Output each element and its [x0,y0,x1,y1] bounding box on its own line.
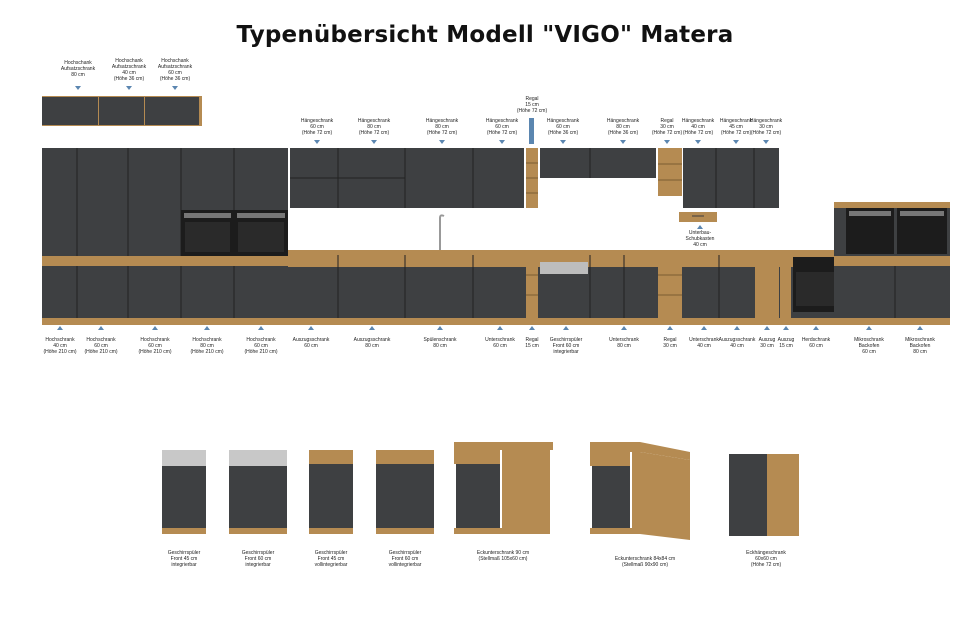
arrow-down-icon [439,140,445,144]
label-bottom: Hochschrank 80 cm (Höhe 210 cm) [190,337,224,355]
arrow-down-icon [499,140,505,144]
label-top: Regal 30 cm (Höhe 72 cm) [651,118,683,136]
dishwasher-60-fully-integrated [376,450,434,534]
label-bottom: Unterschrank 80 cm [609,337,639,349]
arrow-up-icon [57,326,63,330]
top-aufsatz-cabinets [42,96,202,126]
label-bottom: Geschirrspüler Front 60 cm integrierbar [549,337,583,355]
right-oven-cabinets [834,202,950,318]
faucet-icon [439,214,445,250]
label-top: Hochschank Aufsatzschrank 60 cm (Höhe 36… [157,58,193,82]
label-top: Hochschank Aufsatzschrank 80 cm [60,60,96,78]
page-title: Typenübersicht Modell "VIGO" Matera [236,22,734,48]
label-top: Hängeschrank 80 cm (Höhe 72 cm) [357,118,391,136]
arrow-up-icon [697,225,703,229]
arrow-down-icon [371,140,377,144]
label-bottom: Hochschrank 40 cm (Höhe 210 cm) [43,337,77,355]
label-extra: Geschirrspüler Front 60 cm vollintegrier… [388,550,422,568]
label-bottom: Auszugsschrank 80 cm [353,337,391,349]
arrow-down-icon [664,140,670,144]
under-drawer [679,212,717,222]
arrow-up-icon [866,326,872,330]
arrow-up-icon [437,326,443,330]
label-bottom: Auszugsschrank 40 cm [718,337,756,349]
arrow-up-icon [917,326,923,330]
label-top: Hängeschrank 30 cm (Höhe 72 cm) [749,118,783,136]
label-top: Hängeschrank 80 cm (Höhe 36 cm) [606,118,640,136]
label-top: Hängeschrank 40 cm (Höhe 72 cm) [681,118,715,136]
label-bottom: Unterschrank 40 cm [689,337,719,349]
kitchen-diagram [42,96,950,325]
arrow-up-icon [152,326,158,330]
label-top: Hängeschrank 60 cm (Höhe 72 cm) [485,118,519,136]
label-extra: Geschirrspüler Front 45 cm vollintegrier… [314,550,348,568]
arrow-down-icon [75,86,81,90]
label-bottom: Hochschrank 60 cm (Höhe 210 cm) [244,337,278,355]
label-extra: Eckunterschrank 90 cm (Stellmaß 105x60 c… [476,550,530,562]
label-top: Hängeschrank 45 cm (Höhe 72 cm) [719,118,753,136]
arrow-up-icon [701,326,707,330]
arrow-up-icon [258,326,264,330]
label-bottom: Spülenschrank 80 cm [423,337,457,349]
label-bottom: Auszug 30 cm [758,337,776,349]
label-bottom: Auszug 15 cm [777,337,795,349]
label-top: Hängeschrank 60 cm (Höhe 72 cm) [300,118,334,136]
arrow-up-icon [764,326,770,330]
arrow-up-icon [308,326,314,330]
corner-wall-60 [729,454,799,536]
arrow-down-icon [126,86,132,90]
dishwasher-45-fully-integrated [309,450,353,534]
dishwasher-60-integrated [229,450,287,534]
arrow-up-icon [734,326,740,330]
label-extra: Geschirrspüler Front 60 cm integrierbar [241,550,275,568]
label-bottom: Auszugsschrank 60 cm [292,337,330,349]
arrow-up-icon [813,326,819,330]
arrow-up-icon [563,326,569,330]
arrow-down-icon [620,140,626,144]
label-bottom: Mikroschrank Backofen 60 cm [854,337,884,355]
arrow-up-icon [98,326,104,330]
base-cabinets [42,250,950,325]
arrow-down-icon [314,140,320,144]
arrow-down-icon [763,140,769,144]
regal-marker [529,118,534,144]
label-top: Hängeschrank 60 cm (Höhe 36 cm) [546,118,580,136]
label-bottom: Unterschrank 60 cm [485,337,515,349]
arrow-up-icon [783,326,789,330]
label-extra: Geschirrspüler Front 45 cm integrierbar [167,550,201,568]
arrow-down-icon [695,140,701,144]
arrow-up-icon [369,326,375,330]
dishwasher-45-integrated [162,450,206,534]
arrow-up-icon [621,326,627,330]
label-bottom: Mikroschrank Backofen 80 cm [905,337,935,355]
wall-cabinets [290,148,779,208]
label-top: Hängeschrank 80 cm (Höhe 72 cm) [425,118,459,136]
label-bottom: Herdschrank 60 cm [801,337,831,349]
label-extra: Eckunterschrank 84x84 cm (Stellmaß 90x90… [614,556,676,568]
label-top: Regal 15 cm (Höhe 72 cm) [516,96,548,114]
arrow-down-icon [172,86,178,90]
label-bottom: Regal 15 cm [525,337,539,349]
label-bottom: Hochschrank 60 cm (Höhe 210 cm) [138,337,172,355]
extra-cabinets [162,442,799,540]
tall-cabinets [42,148,288,318]
arrow-down-icon [560,140,566,144]
label-bottom: Regal 30 cm [663,337,677,349]
arrow-up-icon [529,326,535,330]
label-extra: Eckhängeschrank 60x60 cm (Höhe 72 cm) [746,550,786,568]
label-bottom: Hochschrank 60 cm (Höhe 210 cm) [84,337,118,355]
corner-base-84 [590,442,690,540]
corner-base-90 [454,442,553,534]
arrow-up-icon [667,326,673,330]
label-drawer: Unterbau- Schubkasten 40 cm [685,230,715,248]
label-top: Hochschank Aufsatzschrank 40 cm (Höhe 36… [111,58,147,82]
arrow-up-icon [497,326,503,330]
arrow-down-icon [733,140,739,144]
arrow-up-icon [204,326,210,330]
